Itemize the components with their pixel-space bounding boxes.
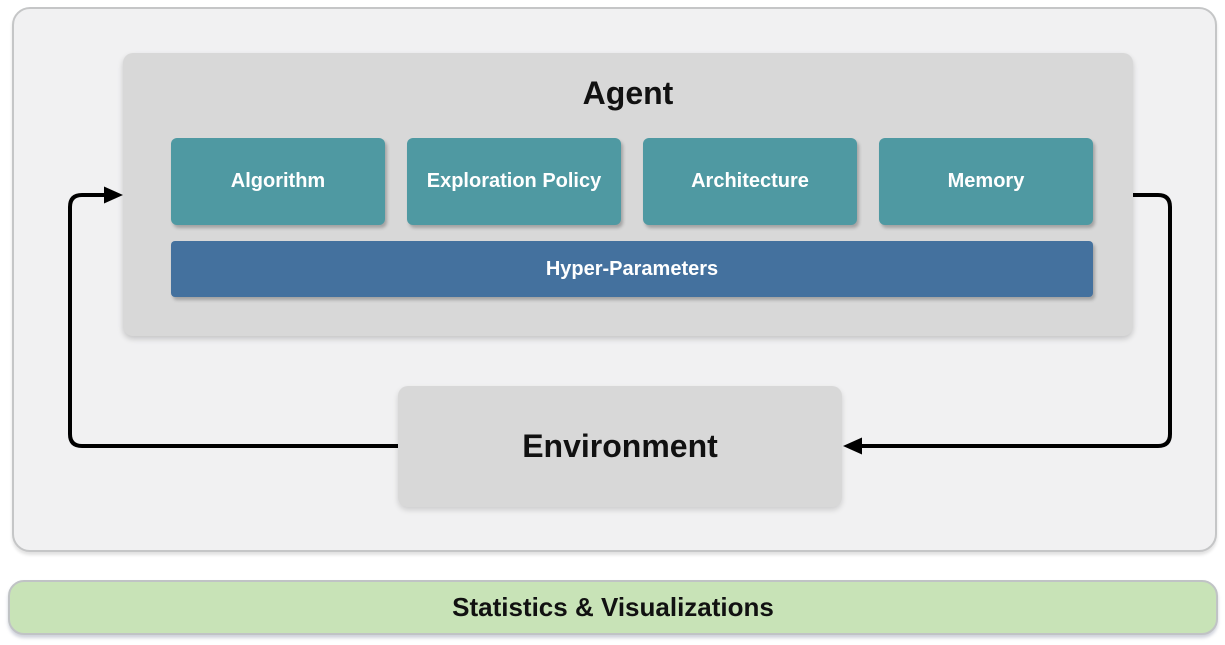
module-memory-label: Memory [947, 170, 1025, 192]
module-exploration-policy-label: Exploration Policy [426, 170, 602, 192]
hyper-parameters-label: Hyper-Parameters [545, 257, 719, 280]
statistics-visualizations-bar: Statistics & Visualizations [8, 580, 1218, 635]
environment-box: Environment [398, 386, 842, 507]
agent-box: Agent Algorithm Exploration Policy Archi… [123, 53, 1133, 336]
module-architecture: Architecture [643, 138, 857, 225]
hyper-parameters-bar: Hyper-Parameters [171, 241, 1093, 297]
module-algorithm: Algorithm [171, 138, 385, 225]
module-memory: Memory [879, 138, 1093, 225]
environment-label: Environment [522, 428, 718, 464]
module-architecture-label: Architecture [691, 170, 809, 192]
module-exploration-policy: Exploration Policy [407, 138, 621, 225]
statistics-visualizations-label: Statistics & Visualizations [452, 592, 774, 622]
module-algorithm-label: Algorithm [230, 170, 326, 192]
agent-title: Agent [582, 75, 674, 111]
agent-modules-row: Algorithm Exploration Policy Architectur… [171, 138, 1093, 225]
